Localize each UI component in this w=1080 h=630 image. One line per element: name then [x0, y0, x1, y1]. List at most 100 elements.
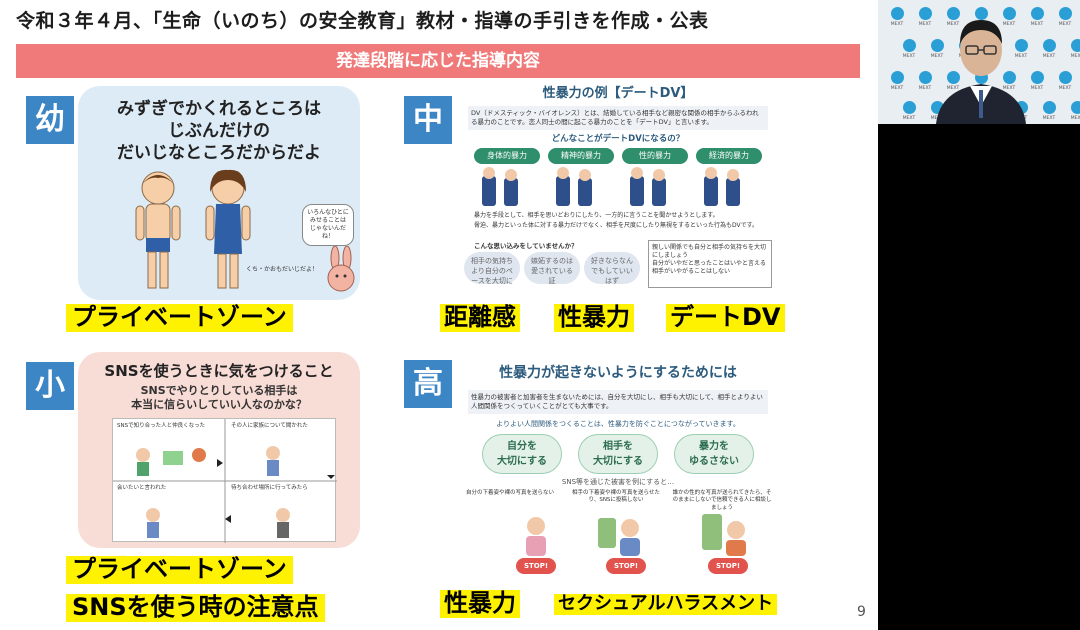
logo-mark	[1059, 71, 1072, 84]
oval-no-violence: 暴力を ゆるさない	[674, 434, 754, 474]
logo-text: MEXT	[918, 86, 932, 91]
logo-text: MEXT	[1058, 22, 1072, 27]
middle-intro: DV（ドメスティック・バイオレンス）とは、結婚している相手など親密な関係の相手か…	[468, 106, 768, 130]
badge-kindergarten: 幼	[26, 96, 74, 144]
logo-text: MEXT	[1002, 86, 1016, 91]
logo-text: MEXT	[1042, 54, 1056, 59]
kindergarten-heading: みずぎでかくれるところは じぶんだけの だいじなところだからだよ	[117, 99, 321, 164]
logo-text: MEXT	[890, 22, 904, 27]
sns-step-1: SNSで知り合った人と仲良くなった	[117, 423, 206, 429]
caption-private-zone-kindergarten: プライベートゾーン	[66, 303, 293, 332]
dating-violence-illustrations	[482, 167, 740, 206]
elementary-heading: SNSを使うときに気をつけること	[104, 362, 334, 380]
category-physical: 身体的暴力	[474, 148, 540, 164]
logo-mark	[891, 71, 904, 84]
speech-bubble: いろんなひとに みせることは じゃないんだね！	[302, 204, 354, 247]
logo-text: MEXT	[1042, 116, 1056, 121]
logo-text: MEXT	[1070, 54, 1080, 59]
logo-mark	[1071, 101, 1080, 114]
logo-mark	[1043, 101, 1056, 114]
example-1: 自分の下着姿や裸の写真を送らない	[465, 490, 554, 496]
caption-sexual-violence-high: 性暴力	[440, 589, 520, 618]
mext-logo-icon: MEXT	[1066, 38, 1080, 66]
logo-mark	[919, 7, 932, 20]
middle-question: どんなことがデートDVになるの？	[551, 134, 685, 144]
mext-logo-icon: MEXT	[1054, 6, 1076, 34]
mext-logo-icon: MEXT	[1026, 70, 1048, 98]
logo-mark	[903, 101, 916, 114]
logo-text: MEXT	[1058, 86, 1072, 91]
middle-bullet-2: 脅迫、暴力といった体に対する暴力だけでなく、相手を尺度にしたり無視をするといった…	[474, 222, 759, 229]
logo-text: MEXT	[1070, 116, 1080, 121]
sns-step-3: 会いたいと言われた	[117, 485, 167, 491]
sns-story-frame: SNSで知り合った人と仲良くなった その人に家族について聞かれた 会いたいと言わ…	[112, 418, 337, 543]
logo-mark	[919, 71, 932, 84]
logo-mark	[947, 7, 960, 20]
logo-mark	[1003, 71, 1016, 84]
caption-dating-dv: デートDV	[666, 303, 785, 332]
logo-text: MEXT	[946, 22, 960, 27]
logo-mark	[1015, 39, 1028, 52]
middle-bullet-1: 暴力を手段として、相手を思いどおりにしたり、一方的に言うことを聞かせようとします…	[474, 212, 719, 219]
caption-private-zone-elementary: プライベートゾーン	[66, 555, 293, 584]
stop-badge-3: STOP!	[708, 558, 748, 574]
logo-text: MEXT	[1030, 22, 1044, 27]
badge-middle: 中	[404, 96, 452, 144]
high-sns-intro: SNS等を通じた被害を例にすると…	[561, 478, 675, 486]
mext-logo-icon: MEXT	[942, 6, 964, 34]
caption-sns-caution: SNSを使う時の注意点	[66, 593, 325, 622]
middle-note: 親しい関係でも自分と相手の気持ちを大切にしましょう 自分がいやだと思ったことはい…	[648, 240, 772, 288]
rabbit-caption: くち・かおもだいじだよ！	[246, 266, 319, 273]
caption-sexual-violence-middle: 性暴力	[554, 303, 634, 332]
children-illustration	[135, 169, 251, 289]
slide-title: 令和３年４月、「生命（いのち）の安全教育」教材・指導の手引きを作成・公表	[16, 10, 709, 32]
mext-logo-icon: MEXT	[886, 70, 908, 98]
category-mental: 精神的暴力	[548, 148, 614, 164]
mext-logo-icon: MEXT	[1066, 100, 1080, 124]
middle-misconception: こんな思い込みをしていませんか？	[474, 242, 578, 250]
mext-logo-icon: MEXT	[1038, 38, 1060, 66]
mext-logo-icon: MEXT	[1038, 100, 1060, 124]
badge-elementary: 小	[26, 362, 74, 410]
logo-text: MEXT	[1002, 22, 1016, 27]
logo-mark	[931, 39, 944, 52]
mext-logo-icon: MEXT	[1026, 6, 1048, 34]
logo-mark	[1003, 7, 1016, 20]
logo-mark	[891, 7, 904, 20]
note-point-1: 自分がいやだと思ったことはいやと言える	[652, 260, 766, 268]
logo-text: MEXT	[1030, 86, 1044, 91]
elementary-subheading: SNSでやりとりしている相手は 本当に信らいしていい人なのかな？	[131, 384, 307, 412]
speaker-avatar	[936, 20, 1026, 124]
logo-mark	[1031, 71, 1044, 84]
stop-badge-1: STOP!	[516, 558, 556, 574]
section-banner: 発達段階に応じた指導内容	[16, 44, 860, 78]
high-heading: 性暴力が起きないようにするためには	[499, 365, 737, 381]
sns-step-2: その人に家族について聞かれた	[231, 423, 308, 429]
logo-mark	[1071, 39, 1080, 52]
stop-badge-2: STOP!	[606, 558, 646, 574]
badge-high: 高	[404, 360, 452, 408]
high-intro: 性暴力の被害者と加害者を生まないためには、自分を大切にし、相手も大切にして、相手…	[468, 390, 768, 414]
category-sexual: 性的暴力	[622, 148, 688, 164]
middle-panel: 性暴力の例【デートDV】 DV（ドメスティック・バイオレンス）とは、結婚している…	[458, 84, 778, 294]
mext-logo-icon: MEXT	[898, 100, 920, 124]
misconception-cloud-1: 相手の気持ちより自分のペースを大切に	[464, 252, 520, 285]
kindergarten-panel: みずぎでかくれるところは じぶんだけの だいじなところだからだよ いろんなひとに…	[78, 86, 360, 300]
page-number: 9	[857, 604, 866, 620]
caption-distance: 距離感	[440, 303, 520, 332]
note-title: 親しい関係でも自分と相手の気持ちを大切にしましょう	[652, 244, 767, 260]
logo-mark	[947, 71, 960, 84]
category-economic: 経済的暴力	[696, 148, 762, 164]
phone-illustrations	[526, 514, 746, 556]
logo-text: MEXT	[1014, 54, 1028, 59]
logo-text: MEXT	[902, 54, 916, 59]
example-2: 相手の下着姿や裸の写真を送らせたり、SNSに投稿しない	[572, 490, 660, 504]
sns-story-illustrations	[113, 419, 337, 543]
mext-logo-icon: MEXT	[942, 70, 964, 98]
example-3: 誰かの性的な写真が送られてきたら、そのままにしないで信頼できる人に相談しましょう	[672, 490, 772, 511]
mext-logo-icon: MEXT	[898, 38, 920, 66]
logo-mark	[1031, 7, 1044, 20]
high-panel: 性暴力が起きないようにするためには 性暴力の被害者と加害者を生まないためには、自…	[458, 360, 778, 582]
elementary-panel: SNSを使うときに気をつけること SNSでやりとりしている相手は 本当に信らいし…	[78, 352, 360, 548]
